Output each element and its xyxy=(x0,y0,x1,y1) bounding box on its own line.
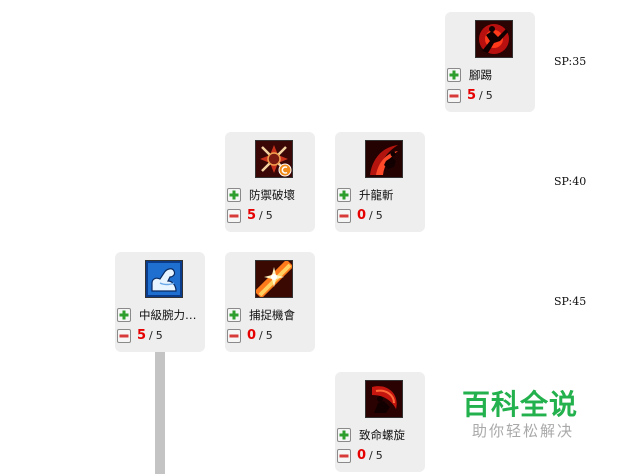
sp-requirement-label: SP:40 xyxy=(554,175,587,188)
skill-name: 捕捉機會 xyxy=(249,308,295,322)
minus-icon xyxy=(339,454,349,458)
skill-level-current: 5 xyxy=(247,208,257,223)
watermark: 百科全说 助你轻松解决 xyxy=(462,388,582,440)
skill-level: 0/5 xyxy=(357,448,383,463)
minus-icon xyxy=(339,214,349,218)
skill-level: 0/5 xyxy=(247,328,273,343)
skill-card-seize-opportunity: 捕捉機會 0/5 xyxy=(225,252,315,352)
plus-icon xyxy=(449,70,459,80)
skill-card-arm-strength: 中級腕力修… 5/5 xyxy=(115,252,205,352)
increase-defense-break-button[interactable] xyxy=(227,188,241,202)
skill-card-fatal-spiral: 致命螺旋 0/5 xyxy=(335,372,425,472)
watermark-subtitle: 助你轻松解决 xyxy=(472,422,575,440)
skill-name: 腳踢 xyxy=(469,68,492,82)
skill-level-current: 5 xyxy=(137,328,147,343)
increase-rising-dragon-slash-button[interactable] xyxy=(337,188,351,202)
kick-icon[interactable] xyxy=(475,20,513,58)
skill-level-max: 5 xyxy=(485,89,493,102)
skill-card-defense-break: 防禦破壞 5/5 xyxy=(225,132,315,232)
skill-level-current: 0 xyxy=(357,448,367,463)
decrease-defense-break-button[interactable] xyxy=(227,209,241,223)
sp-requirement-label: SP:45 xyxy=(554,295,587,308)
fatal-spiral-icon[interactable] xyxy=(365,380,403,418)
sp-requirement-label: SP:35 xyxy=(554,55,587,68)
skill-level-max: 5 xyxy=(375,449,383,462)
decrease-arm-strength-button[interactable] xyxy=(117,329,131,343)
skill-name: 中級腕力修… xyxy=(139,308,203,322)
skill-card-kick: 腳踢 5/5 xyxy=(445,12,535,112)
minus-icon xyxy=(119,334,129,338)
plus-icon xyxy=(119,310,129,320)
skill-connector-line xyxy=(155,350,165,474)
skill-level-max: 5 xyxy=(155,329,163,342)
skill-level: 5/5 xyxy=(247,208,273,223)
skill-level-current: 0 xyxy=(357,208,367,223)
minus-icon xyxy=(229,214,239,218)
skill-level-max: 5 xyxy=(265,209,273,222)
skill-name: 致命螺旋 xyxy=(359,428,405,442)
decrease-fatal-spiral-button[interactable] xyxy=(337,449,351,463)
skill-level: 0/5 xyxy=(357,208,383,223)
minus-icon xyxy=(229,334,239,338)
defense-break-icon[interactable] xyxy=(255,140,293,178)
plus-icon xyxy=(229,190,239,200)
skill-level-max: 5 xyxy=(265,329,273,342)
minus-icon xyxy=(449,94,459,98)
plus-icon xyxy=(339,190,349,200)
skill-level-max: 5 xyxy=(375,209,383,222)
decrease-kick-button[interactable] xyxy=(447,89,461,103)
skill-level: 5/5 xyxy=(137,328,163,343)
skill-card-rising-dragon-slash: 升龍斬 0/5 xyxy=(335,132,425,232)
arm-strength-icon[interactable] xyxy=(145,260,183,298)
plus-icon xyxy=(229,310,239,320)
skill-level-current: 5 xyxy=(467,88,477,103)
skill-name: 升龍斬 xyxy=(359,188,394,202)
watermark-title: 百科全说 xyxy=(462,388,579,421)
skill-level: 5/5 xyxy=(467,88,493,103)
skill-level-current: 0 xyxy=(247,328,257,343)
seize-opportunity-icon[interactable] xyxy=(255,260,293,298)
decrease-rising-dragon-slash-button[interactable] xyxy=(337,209,351,223)
increase-arm-strength-button[interactable] xyxy=(117,308,131,322)
increase-kick-button[interactable] xyxy=(447,68,461,82)
increase-fatal-spiral-button[interactable] xyxy=(337,428,351,442)
decrease-seize-opportunity-button[interactable] xyxy=(227,329,241,343)
skill-name: 防禦破壞 xyxy=(249,188,295,202)
increase-seize-opportunity-button[interactable] xyxy=(227,308,241,322)
plus-icon xyxy=(339,430,349,440)
rising-dragon-slash-icon[interactable] xyxy=(365,140,403,178)
